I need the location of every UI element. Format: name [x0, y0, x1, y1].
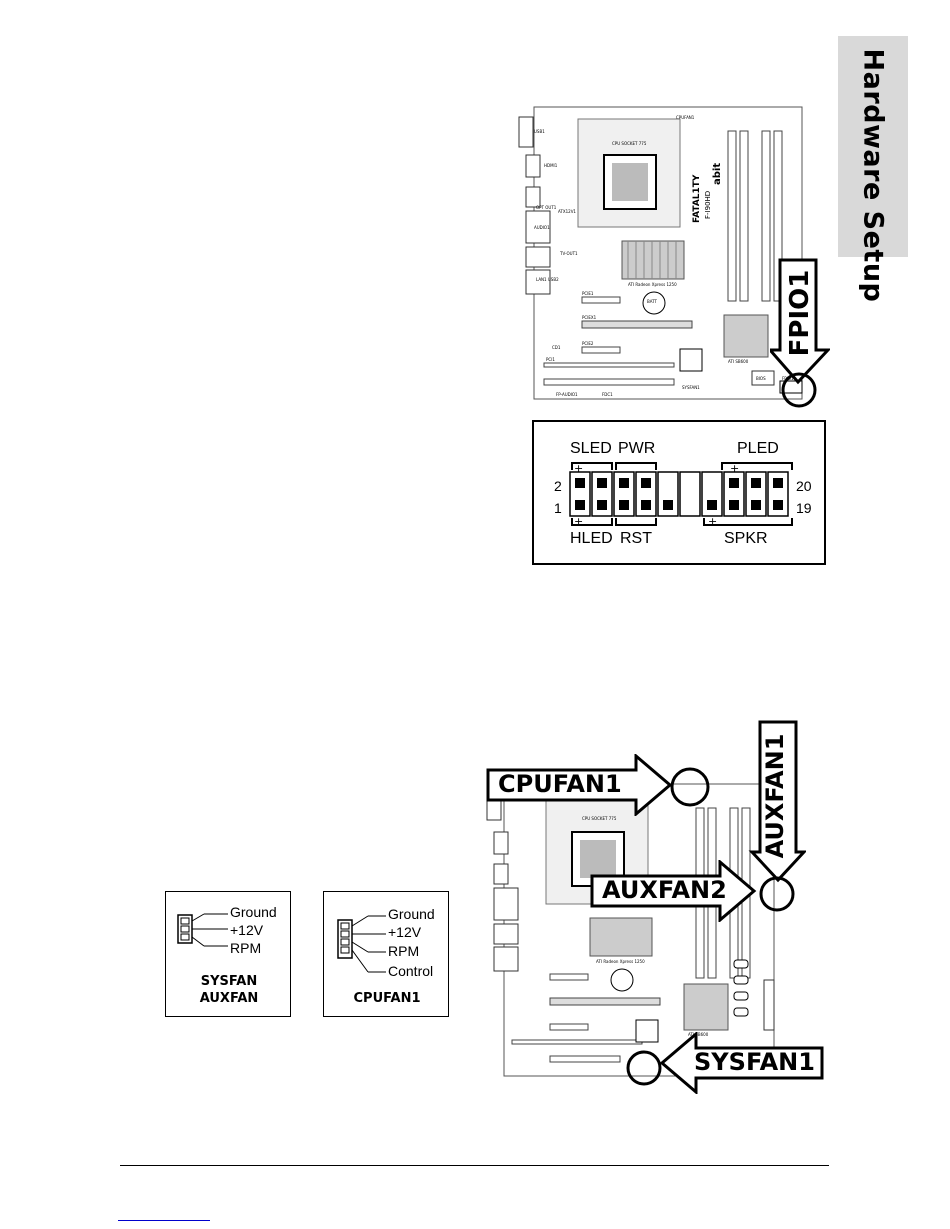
pin-number: 2: [554, 478, 562, 494]
footer-link-underline[interactable]: [118, 1220, 210, 1221]
cpufan1-callout: CPUFAN1: [486, 752, 712, 818]
port-label: OPT OUT1: [536, 205, 557, 210]
southbridge-label: ATI SB600: [728, 359, 749, 364]
motherboard-top-drawing: [518, 106, 803, 400]
port-label: USB1: [534, 129, 545, 134]
cpufan-diagram: Ground +12V RPM Control CPUFAN1: [323, 891, 449, 1017]
auxfan2-callout: AUXFAN2: [590, 858, 760, 924]
three-pin-connector: [177, 913, 228, 947]
control-pin-label: Control: [388, 963, 434, 979]
fpio1-callout: FPIO1: [766, 258, 832, 410]
logo-label: abit: [712, 162, 723, 185]
fpio1-callout-label: FPIO1: [785, 269, 815, 357]
auxfan2-callout-arrow: [590, 858, 757, 924]
rpm-pin-label: RPM: [230, 940, 262, 956]
rpm-pin-label: RPM: [388, 943, 420, 959]
pled-label: PLED: [737, 440, 779, 457]
slot-label: PCIE2: [582, 341, 594, 346]
rst-label: RST: [620, 530, 652, 547]
cpufan1-callout-label: CPUFAN1: [498, 770, 622, 798]
connector-label: FDC1: [602, 392, 613, 397]
auxfan2-callout-label: AUXFAN2: [602, 876, 727, 904]
sysfan-auxfan-diagram: Ground +12V RPM SYSFAN AUXFAN: [165, 891, 291, 1017]
connector-label: CPUFAN1: [676, 115, 695, 120]
southbridge-label: ATI SB600: [688, 1032, 709, 1037]
plus-sign: +: [574, 462, 584, 475]
slot-label: PCIEX1: [582, 315, 597, 320]
power-pin-label: +12V: [230, 922, 264, 938]
ground-pin-label: Ground: [230, 904, 277, 920]
connector-label: SYSFAN1: [682, 385, 700, 390]
power-pin-label: +12V: [388, 924, 422, 940]
sysfan1-callout: SYSFAN1: [624, 1030, 824, 1096]
ground-pin-label: Ground: [388, 906, 435, 922]
port-label: TV-OUT1: [560, 251, 578, 256]
cpufan-caption: CPUFAN1: [353, 991, 421, 1006]
auxfan-caption: AUXFAN: [199, 991, 259, 1006]
model-label: F-I90HD: [704, 190, 712, 219]
slot-label: PCI1: [546, 357, 555, 362]
auxfan1-callout: AUXFAN1: [746, 720, 808, 914]
battery-label: BATT: [647, 299, 657, 304]
spkr-label: SPKR: [724, 530, 768, 547]
pwr-label: PWR: [618, 440, 656, 457]
motherboard-bottom-figure: CPU SOCKET 775 ATI Radeon Xpress 1250 AT…: [484, 780, 784, 1080]
chipset-label: ATI Radeon Xpress 1250: [628, 282, 677, 287]
hled-label: HLED: [570, 530, 613, 547]
brand-label: FATAL1TY: [692, 174, 702, 223]
sysfan1-callout-arrow: [626, 1030, 824, 1096]
port-label: LAN1 USB2: [536, 277, 559, 282]
sysfan-caption: SYSFAN: [200, 974, 258, 989]
cpu-socket-label: CPU SOCKET 775: [612, 141, 647, 146]
cpu-socket-label: CPU SOCKET 775: [582, 816, 617, 821]
connector-label: BIOS: [756, 376, 766, 381]
plus-sign: +: [574, 515, 584, 528]
pin-header-drawing: [569, 462, 793, 526]
slot-label: PCIE1: [582, 291, 594, 296]
pin-number: 19: [796, 500, 812, 516]
sled-label: SLED: [570, 440, 612, 457]
motherboard-bottom-drawing: [486, 783, 775, 1077]
cpufan1-callout-arrow: [486, 752, 710, 818]
pin-number: 20: [796, 478, 812, 494]
motherboard-top-figure: CPU SOCKET 775 ATI Radeon Xpress 1250 BA…: [516, 103, 816, 403]
fpio1-callout-arrow: [766, 258, 832, 408]
connector-label: FP-AUDIO1: [556, 392, 578, 397]
pin-number: 1: [554, 500, 562, 516]
port-label: HDMI1: [544, 163, 558, 168]
auxfan1-callout-arrow: [748, 720, 808, 912]
fpio1-pin-diagram: SLED PWR PLED: [532, 420, 826, 565]
chipset-label: ATI Radeon Xpress 1250: [596, 959, 645, 964]
footer-rule: [120, 1165, 829, 1166]
four-pin-connector: [337, 915, 386, 973]
sysfan1-callout-label: SYSFAN1: [694, 1048, 815, 1076]
port-label: ATX12V1: [558, 209, 576, 214]
section-tab: Hardware Setup: [838, 36, 908, 303]
connector-label: CD1: [552, 345, 561, 350]
auxfan1-callout-label: AUXFAN1: [761, 733, 789, 859]
port-label: AUDIO1: [534, 225, 550, 230]
plus-sign: +: [730, 462, 740, 475]
plus-sign: +: [708, 515, 718, 528]
section-tab-label: Hardware Setup: [857, 48, 889, 303]
